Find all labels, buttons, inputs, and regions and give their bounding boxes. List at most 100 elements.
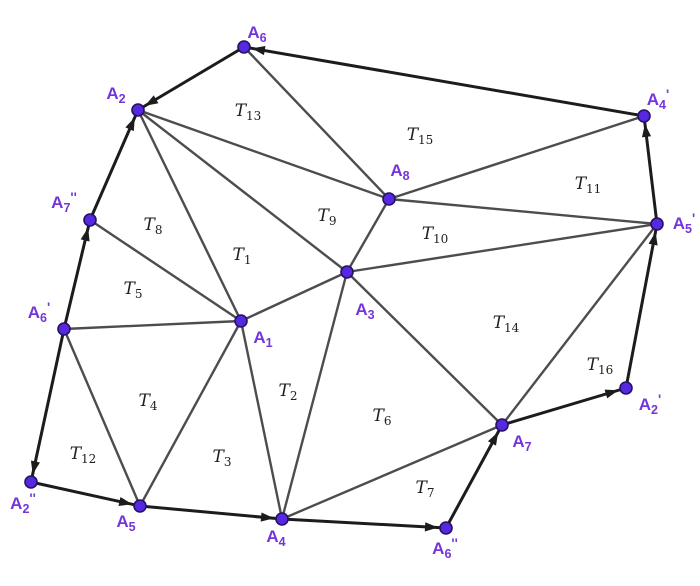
- arrowhead-A7-A2p: [604, 389, 619, 399]
- vertex-label-A7pp: A7'': [51, 190, 77, 215]
- vertex-A6[interactable]: [237, 40, 251, 54]
- arrowhead-A6pp-A7: [487, 432, 499, 446]
- triangle-label-T2: T2: [279, 381, 298, 403]
- vertex-label-A1: A1: [253, 328, 272, 350]
- vertex-points-group: [24, 40, 664, 535]
- triangle-label-T5: T5: [124, 279, 143, 301]
- arrowhead-A7pp-A2: [125, 117, 135, 132]
- triangle-label-T7: T7: [416, 478, 435, 500]
- arrowhead-A6-A2: [144, 95, 159, 106]
- triangle-label-T16: T16: [587, 355, 614, 377]
- interior-edges-group: [62, 45, 659, 521]
- boundary-edge-A7-A2p[interactable]: [500, 386, 628, 427]
- vertex-label-A6pp: A6'': [432, 536, 458, 561]
- interior-edge-A7-A5p[interactable]: [500, 222, 659, 427]
- interior-edge-A2-A1[interactable]: [136, 108, 243, 323]
- vertex-A2pp[interactable]: [24, 475, 38, 489]
- triangle-label-T11: T11: [575, 174, 602, 196]
- interior-edge-A1-A3[interactable]: [239, 270, 349, 323]
- boundary-edge-A7pp-A2[interactable]: [88, 108, 140, 222]
- interior-edge-A1-A5[interactable]: [138, 319, 243, 508]
- arrowhead-A5p-A4p: [641, 123, 652, 138]
- vertex-label-A3: A3: [355, 300, 374, 322]
- vertex-A5[interactable]: [133, 499, 147, 513]
- vertex-label-A6p: A6': [28, 300, 50, 325]
- interior-edge-A3-A5p[interactable]: [345, 222, 659, 274]
- vertex-label-A5: A5: [116, 512, 135, 534]
- boundary-edge-A6p-A7pp[interactable]: [62, 218, 92, 331]
- boundary-edge-A6-A2[interactable]: [136, 45, 246, 112]
- boundary-edge-A5-A4[interactable]: [138, 504, 284, 522]
- triangle-label-T1: T1: [233, 245, 252, 267]
- interior-edge-A8-A4p[interactable]: [387, 114, 646, 201]
- vertex-A2p[interactable]: [619, 381, 633, 395]
- interior-edge-A2-A8[interactable]: [136, 108, 391, 201]
- interior-edge-A6p-A5[interactable]: [62, 327, 142, 508]
- arrowhead-A2pp-A5: [118, 496, 133, 506]
- vertex-A8[interactable]: [382, 192, 396, 206]
- arrowhead-A5-A4: [260, 512, 275, 522]
- vertex-label-A8: A8: [390, 161, 409, 183]
- boundary-edge-line-A5-A4[interactable]: [138, 504, 284, 521]
- interior-edge-A7pp-A1[interactable]: [88, 218, 243, 323]
- boundary-edge-A4-A6pp[interactable]: [280, 517, 448, 532]
- boundary-edge-A4p-A6[interactable]: [242, 45, 646, 118]
- interior-edge-A6-A8[interactable]: [242, 45, 391, 201]
- arrowhead-A6p-A7pp: [80, 227, 90, 242]
- triangle-label-T4: T4: [139, 391, 158, 413]
- boundary-edge-line-A4p-A6[interactable]: [242, 45, 646, 118]
- vertex-label-A5p: A5': [673, 211, 695, 236]
- boundary-edge-A2p-A5p[interactable]: [624, 222, 659, 390]
- interior-edge-A8-A5p[interactable]: [387, 197, 659, 226]
- vertex-A6p[interactable]: [57, 322, 71, 336]
- triangle-label-T6: T6: [373, 406, 392, 428]
- interior-edge-A1-A4[interactable]: [239, 319, 284, 521]
- vertex-A5p[interactable]: [650, 217, 664, 231]
- vertex-label-A6: A6: [247, 23, 266, 45]
- boundary-edge-line-A6p-A2pp[interactable]: [29, 327, 66, 484]
- triangle-label-T12: T12: [70, 444, 97, 466]
- boundary-edge-line-A2p-A5p[interactable]: [624, 222, 659, 390]
- vertex-A4p[interactable]: [637, 109, 651, 123]
- vertex-label-A2p: A2': [639, 392, 661, 417]
- triangle-label-T9: T9: [318, 206, 337, 228]
- boundary-edge-A6pp-A7[interactable]: [444, 423, 504, 530]
- arrowhead-A6p-A2pp: [30, 460, 40, 475]
- interior-edge-A3-A4[interactable]: [280, 270, 349, 521]
- vertex-label-A4: A4: [266, 527, 285, 549]
- boundary-edges-group: [29, 45, 659, 532]
- vertex-A7pp[interactable]: [83, 213, 97, 227]
- arrowhead-A2p-A5p: [648, 231, 658, 246]
- triangle-label-T14: T14: [493, 313, 520, 335]
- interior-edge-A2-A3[interactable]: [136, 108, 349, 274]
- triangle-label-T10: T10: [422, 224, 449, 246]
- triangle-label-T3: T3: [213, 447, 232, 469]
- vertex-A2[interactable]: [131, 103, 145, 117]
- boundary-edge-A5p-A4p[interactable]: [641, 114, 659, 226]
- vertex-label-A2pp: A2'': [10, 491, 36, 516]
- interior-edge-A6p-A1[interactable]: [62, 319, 243, 331]
- interior-edge-A3-A7[interactable]: [345, 270, 504, 427]
- arrowhead-A4-A6pp: [424, 522, 439, 532]
- vertex-A7[interactable]: [495, 418, 509, 432]
- triangle-label-T15: T15: [407, 125, 434, 147]
- boundary-edge-line-A7-A2p[interactable]: [500, 386, 628, 427]
- interior-edge-A4-A7[interactable]: [280, 423, 504, 521]
- boundary-edge-A6p-A2pp[interactable]: [29, 327, 66, 484]
- boundary-edge-A2pp-A5[interactable]: [29, 480, 142, 508]
- vertex-A6pp[interactable]: [439, 521, 453, 535]
- arrowhead-A4p-A6: [251, 46, 266, 56]
- vertex-label-A7: A7: [512, 432, 531, 454]
- interior-edge-A8-A3[interactable]: [345, 197, 391, 274]
- boundary-edge-line-A4-A6pp[interactable]: [280, 517, 448, 530]
- vertex-A4[interactable]: [275, 512, 289, 526]
- vertex-A1[interactable]: [234, 314, 248, 328]
- vertex-label-A4p: A4': [647, 87, 669, 112]
- vertex-label-A2: A2: [106, 84, 125, 106]
- triangle-label-T13: T13: [235, 101, 262, 123]
- vertex-A3[interactable]: [340, 265, 354, 279]
